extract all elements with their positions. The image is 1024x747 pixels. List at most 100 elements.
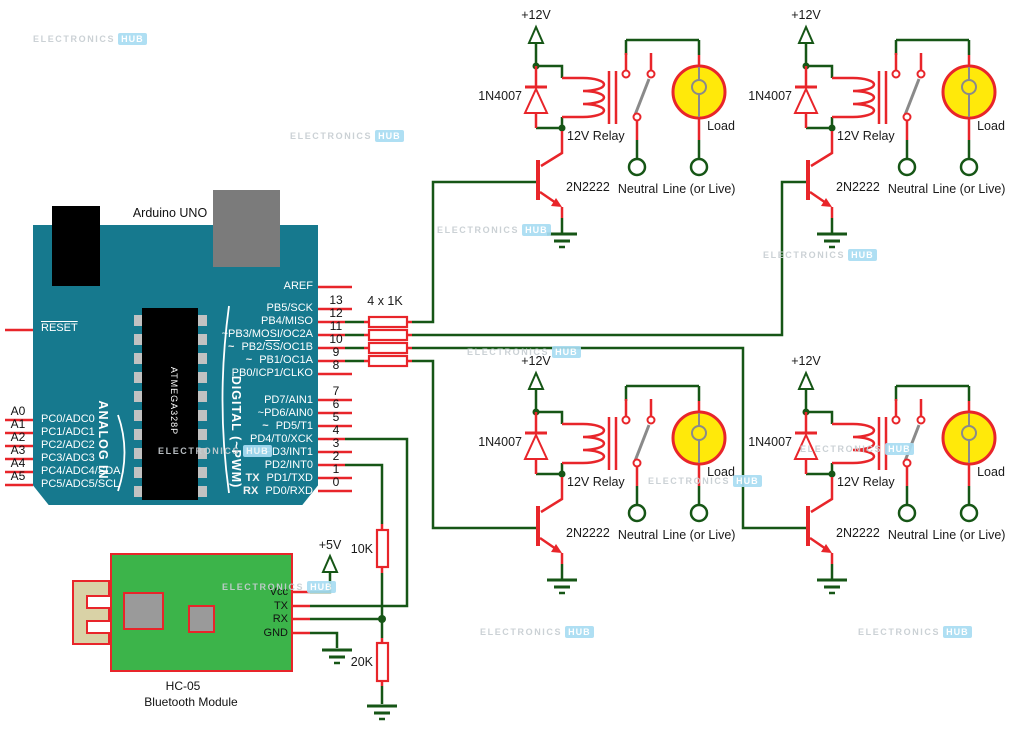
relay-label: 12V Relay — [567, 475, 625, 489]
neutral-terminal — [897, 157, 917, 177]
pin-label-12: PB4/MISO — [261, 315, 313, 327]
resistor-1k — [367, 315, 409, 329]
atmega-chip — [142, 308, 198, 500]
diode-label: 1N4007 — [478, 89, 522, 103]
diode-label: 1N4007 — [748, 435, 792, 449]
relay-label: 12V Relay — [837, 129, 895, 143]
junction-dot — [378, 615, 386, 623]
junction-dot — [558, 470, 566, 478]
pin-label-6: ~PD6/AIN0 — [257, 407, 313, 419]
pin-number: 11 — [329, 319, 343, 333]
junction-dot — [558, 124, 566, 132]
emitter — [809, 190, 827, 205]
emitter — [809, 536, 827, 551]
neutral-terminal — [897, 503, 917, 523]
pin-label-A2: PC2/ADC2 — [41, 439, 95, 451]
neutral-terminal — [627, 503, 647, 523]
unit-red-parts — [525, 399, 701, 564]
pin-label-4: PD4/T0/XCK — [250, 433, 313, 445]
relay-core — [607, 417, 618, 470]
antenna-notch — [86, 620, 112, 634]
supply-12v-label: +12V — [521, 354, 551, 368]
antenna-notch — [86, 595, 112, 609]
pin-number: 6 — [332, 397, 340, 411]
pin-number: 12 — [329, 306, 343, 320]
line-terminal — [689, 157, 709, 177]
neutral-label: Neutral — [618, 182, 658, 196]
switch-contacts — [891, 69, 926, 122]
signal-wires — [310, 180, 806, 704]
load-label: Load — [977, 119, 1005, 133]
unit-red-parts — [795, 399, 971, 564]
resistor-10k-label: 10K — [351, 542, 374, 556]
atmega-chip-label: ATMEGA328P — [169, 366, 179, 436]
bluetooth-antenna — [72, 580, 110, 645]
emitter — [539, 536, 557, 551]
collector — [810, 131, 834, 168]
relay-label: 12V Relay — [837, 475, 895, 489]
relay-unit-1: +12V — [419, 0, 751, 260]
neutral-label: Neutral — [888, 528, 928, 542]
pin-label-A3: PC3/ADC3 — [41, 452, 95, 464]
neutral-label: Neutral — [618, 528, 658, 542]
pin-label-7: PD7/AIN1 — [264, 394, 313, 406]
line-terminal — [959, 157, 979, 177]
supply-12v-label: +12V — [521, 8, 551, 22]
ground-symbols — [322, 648, 397, 721]
arduino-title: Arduino UNO — [132, 206, 208, 220]
neutral-label: Neutral — [888, 182, 928, 196]
bluetooth-name: HC-05 — [165, 679, 201, 693]
bluetooth-chip-small — [188, 605, 215, 633]
supply-12v-label: +12V — [791, 354, 821, 368]
unit-green-wires — [804, 38, 971, 249]
line-terminal — [959, 503, 979, 523]
pin-label-A1: PC1/ADC1 — [41, 426, 95, 438]
flyback-diode — [793, 86, 819, 114]
transistor-label: 2N2222 — [566, 526, 610, 540]
load-lamp — [941, 64, 997, 120]
neutral-terminal — [627, 157, 647, 177]
flyback-diode — [523, 432, 549, 460]
relay-switch-arm — [633, 78, 651, 116]
pin-number: 4 — [332, 423, 340, 437]
resistor-20k — [375, 641, 390, 683]
pin-label-A0: PC0/ADC0 — [41, 413, 95, 425]
load-label: Load — [707, 119, 735, 133]
junction-dot — [828, 124, 836, 132]
lamp-filament — [961, 413, 977, 463]
bt-pin-gnd: GND — [263, 627, 288, 639]
load-lamp — [941, 410, 997, 466]
emitter-arrow — [551, 198, 562, 207]
resistor-pack-label: 4 x 1K — [367, 294, 403, 308]
relay-core — [877, 71, 888, 124]
pin-lines — [5, 285, 412, 686]
pin-number: 8 — [332, 358, 340, 372]
chip-pads-right — [197, 315, 207, 497]
pin-number: A3 — [10, 443, 26, 457]
relay-unit-4: +12V — [689, 346, 1021, 606]
load-lamp — [671, 64, 727, 120]
lamp-filament — [691, 413, 707, 463]
wire-pin11-q2 — [345, 180, 806, 337]
relay-coil — [582, 76, 606, 119]
resistor-20k-label: 20K — [351, 655, 374, 669]
pin-label-A4: PC4/ADC4/SDA — [41, 465, 121, 477]
bluetooth-subtitle: Bluetooth Module — [144, 695, 238, 709]
pin-number: A4 — [10, 456, 26, 470]
switch-contacts — [621, 415, 656, 468]
load-label: Load — [707, 465, 735, 479]
pin-label-11: ~PB3/MOSI/OC2A — [221, 328, 313, 340]
bluetooth-chip — [123, 592, 164, 630]
